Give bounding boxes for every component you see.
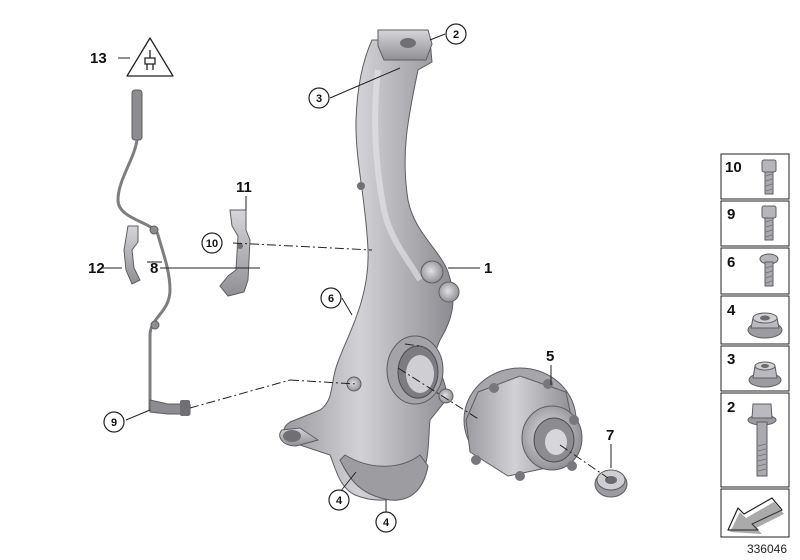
svg-text:10: 10 — [725, 159, 742, 176]
legend-cell-6: 6 — [720, 247, 790, 295]
svg-text:10: 10 — [206, 238, 218, 250]
legend-cell-3: 3 — [720, 345, 790, 392]
steering-knuckle — [279, 29, 460, 501]
svg-text:13: 13 — [90, 50, 107, 67]
svg-text:1: 1 — [484, 260, 492, 277]
callout-1: 1 — [484, 260, 492, 277]
svg-text:3: 3 — [727, 351, 735, 368]
callout-12: 12 — [88, 260, 105, 277]
svg-text:2: 2 — [453, 29, 459, 41]
svg-text:12: 12 — [88, 260, 105, 277]
svg-text:11: 11 — [236, 179, 252, 196]
leader-lines — [102, 33, 612, 514]
callout-10: 10 — [201, 232, 223, 254]
legend-cell-4: 4 — [720, 295, 790, 345]
wheel-hub — [463, 367, 583, 481]
svg-text:4: 4 — [383, 517, 390, 529]
svg-text:9: 9 — [111, 417, 117, 429]
hub-nut — [594, 469, 628, 498]
svg-text:4: 4 — [727, 302, 736, 319]
svg-text:9: 9 — [727, 206, 735, 223]
arrow-icon — [730, 502, 784, 534]
callout-8: 8 — [150, 260, 158, 277]
diagram-number: 336046 — [747, 542, 787, 556]
svg-text:4: 4 — [336, 495, 343, 507]
callout-9: 9 — [103, 411, 125, 433]
svg-text:7: 7 — [606, 427, 614, 444]
legend-cell-10: 10 — [720, 153, 790, 200]
callout-5: 5 — [546, 348, 554, 365]
speed-sensor-cable — [116, 89, 191, 416]
callout-3: 3 — [308, 87, 330, 109]
legend-arrow-cell — [720, 488, 790, 538]
callout-2: 2 — [445, 23, 467, 45]
cable-clip — [123, 225, 141, 285]
svg-text:6: 6 — [328, 293, 334, 305]
callout-4-lower: 4 — [375, 511, 397, 533]
legend-cell-2: 2 — [720, 392, 790, 488]
svg-text:5: 5 — [546, 348, 554, 365]
svg-text:6: 6 — [727, 254, 735, 271]
callout-4-upper: 4 — [328, 489, 350, 511]
fastener-legend: 10 9 6 4 — [720, 153, 790, 538]
electrical-warning-icon — [126, 37, 174, 77]
callout-6: 6 — [320, 287, 342, 309]
callout-7: 7 — [606, 427, 614, 444]
sensor-bracket — [219, 209, 251, 297]
callout-11: 11 — [236, 179, 252, 196]
svg-text:8: 8 — [150, 260, 158, 277]
callout-13: 13 — [90, 50, 107, 67]
legend-cell-9: 9 — [720, 200, 790, 247]
svg-text:2: 2 — [727, 399, 735, 416]
svg-text:3: 3 — [316, 93, 322, 105]
